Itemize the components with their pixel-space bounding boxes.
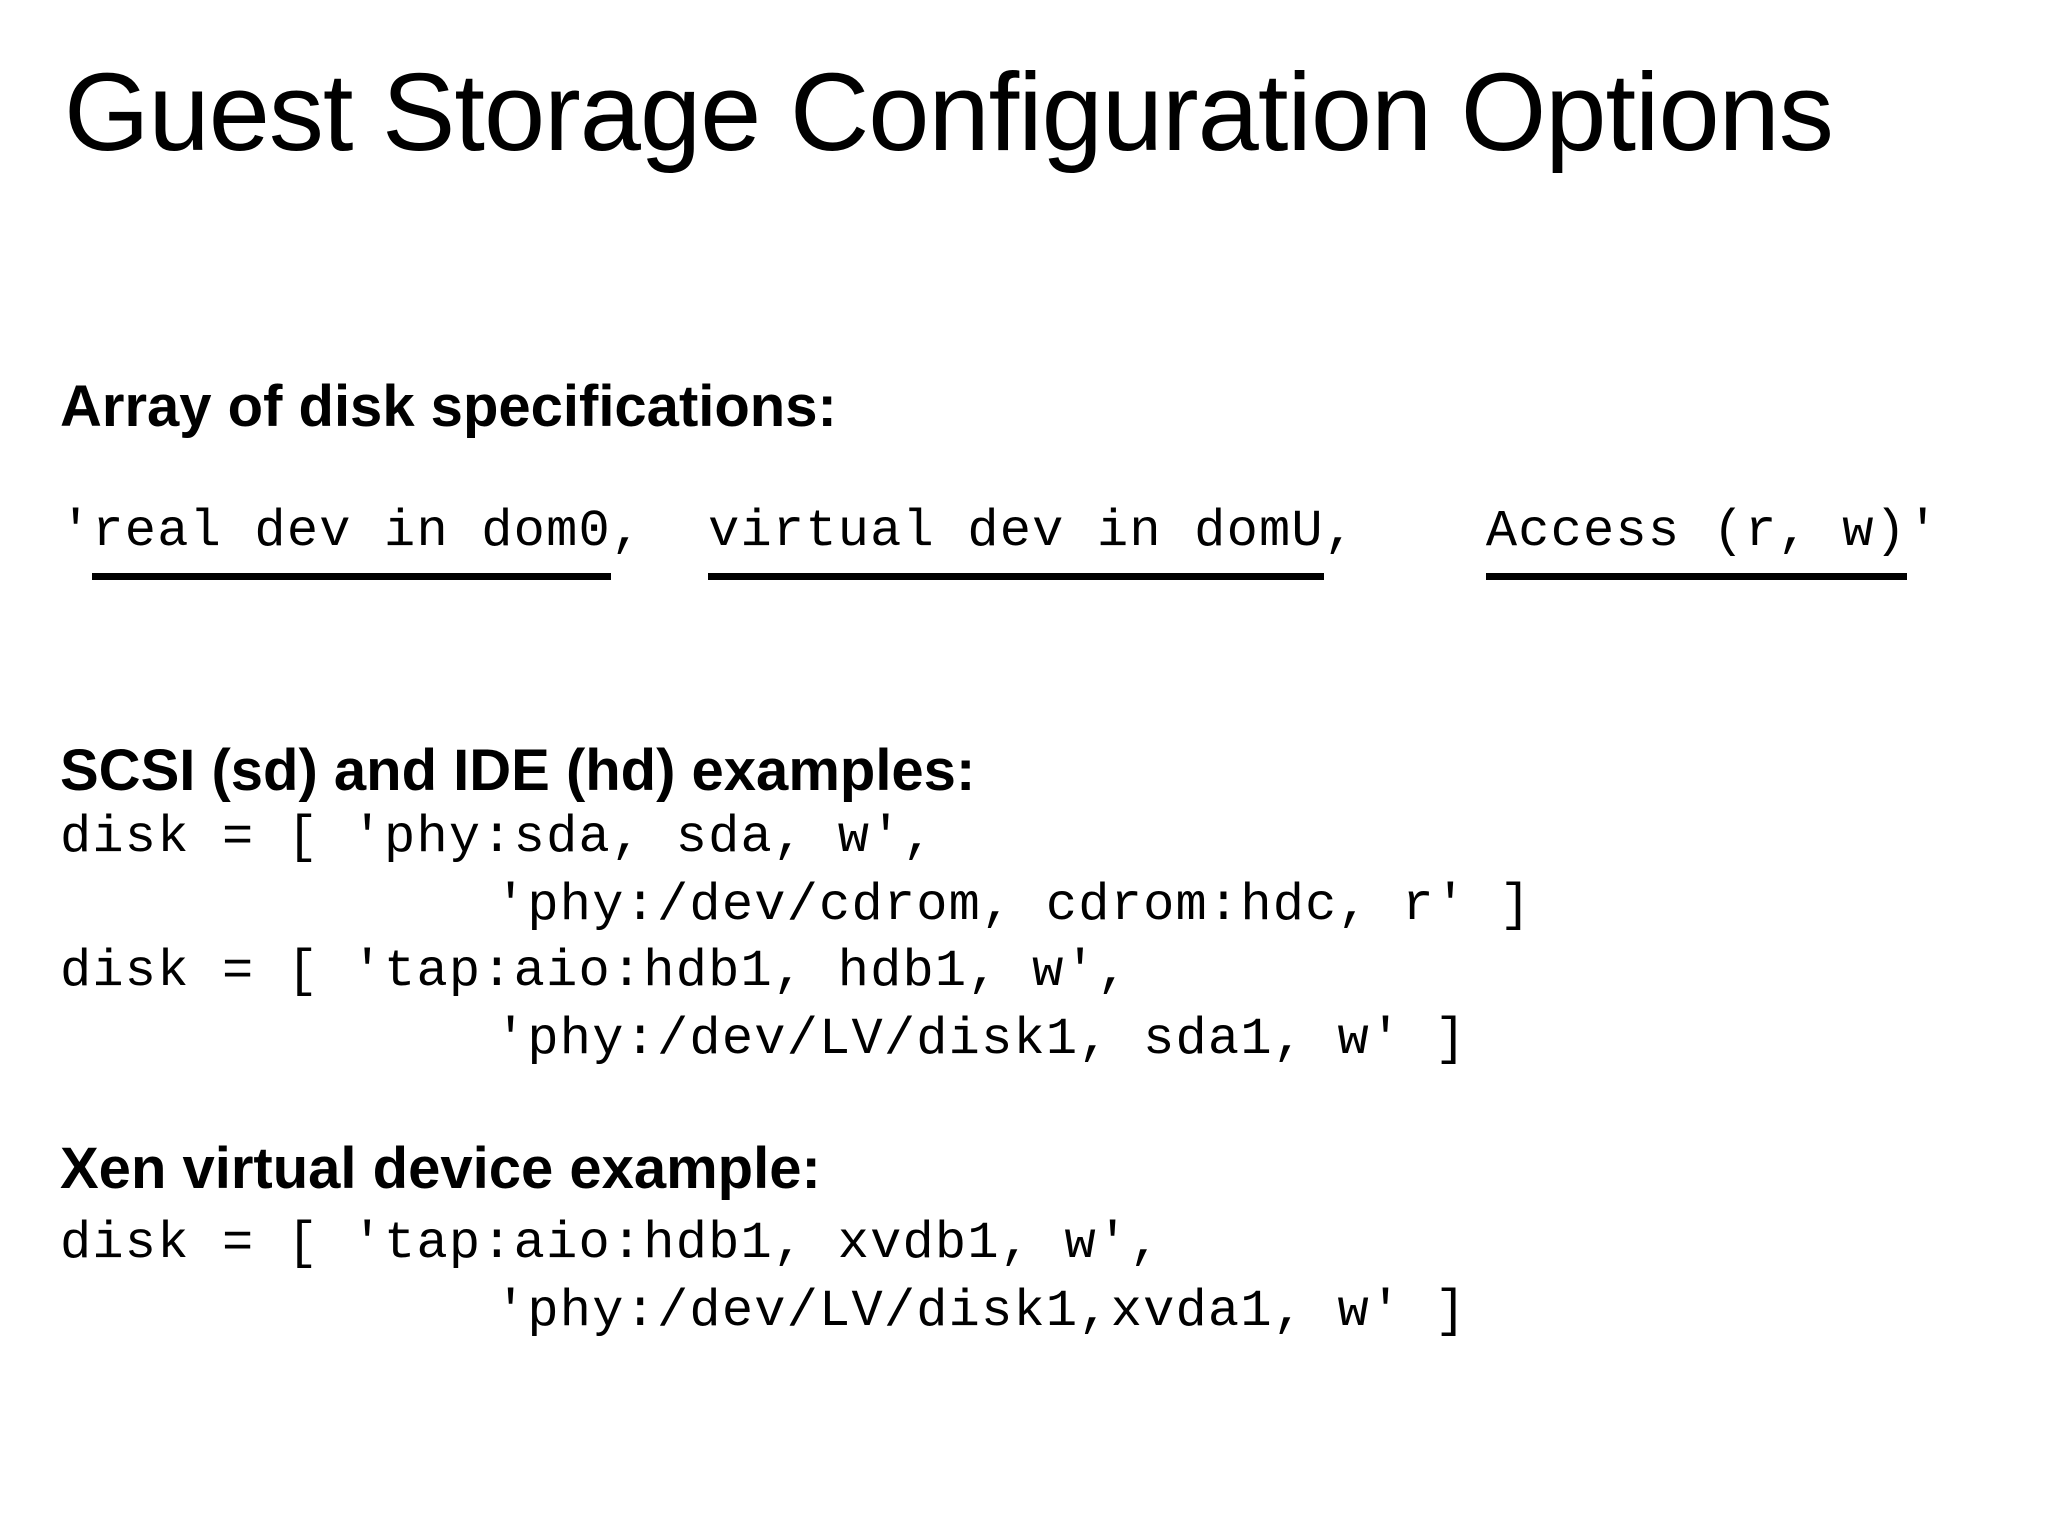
heading-array-of-disk-specifications: Array of disk specifications: bbox=[60, 374, 837, 439]
code-line: disk = [ 'phy:sda, sda, w', bbox=[60, 808, 935, 867]
code-line: disk = [ 'tap:aio:hdb1, xvdb1, w', bbox=[60, 1214, 1162, 1273]
code-line: 'phy:/dev/cdrom, cdrom:hdc, r' ] bbox=[495, 876, 1532, 935]
spec-open-quote: ' bbox=[60, 502, 93, 561]
spec-field-real-dev-dom0: real dev in dom0 bbox=[92, 502, 612, 580]
spec-separator-2: , bbox=[1323, 502, 1486, 561]
spec-close-quote: ' bbox=[1907, 502, 1940, 561]
spec-field-access-mode: Access (r, w) bbox=[1485, 502, 1908, 580]
code-line: 'phy:/dev/LV/disk1, sda1, w' ] bbox=[495, 1010, 1468, 1069]
heading-scsi-ide-examples: SCSI (sd) and IDE (hd) examples: bbox=[60, 738, 976, 803]
spec-separator-1: , bbox=[610, 502, 709, 561]
spec-field-virtual-dev-domu: virtual dev in domU bbox=[708, 502, 1324, 580]
heading-xen-virtual-device-example: Xen virtual device example: bbox=[60, 1136, 821, 1201]
code-line: disk = [ 'tap:aio:hdb1, hdb1, w', bbox=[60, 942, 1130, 1001]
page-title: Guest Storage Configuration Options bbox=[64, 51, 1834, 174]
disk-spec-format-line: 'real dev in dom0, virtual dev in domU, … bbox=[60, 502, 1940, 580]
code-line: 'phy:/dev/LV/disk1,xvda1, w' ] bbox=[495, 1282, 1468, 1341]
